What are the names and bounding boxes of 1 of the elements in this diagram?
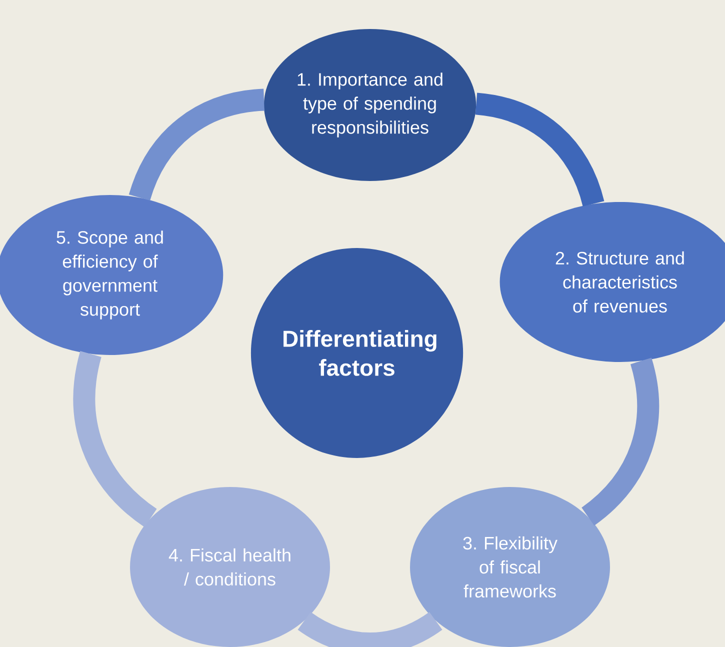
- ring-segment: [73, 352, 158, 527]
